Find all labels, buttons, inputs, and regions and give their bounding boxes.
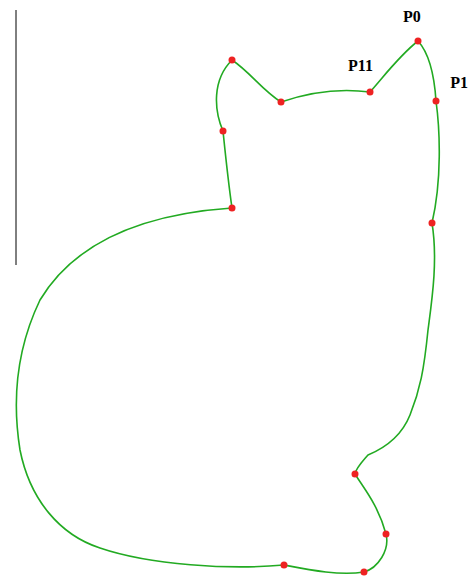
- vertical-rule: [16, 10, 17, 265]
- control-points: [220, 38, 440, 576]
- point-label: P11: [348, 58, 373, 74]
- point-label: P1: [450, 75, 468, 91]
- cat-outline: [16, 41, 439, 573]
- point-label: P0: [403, 9, 421, 25]
